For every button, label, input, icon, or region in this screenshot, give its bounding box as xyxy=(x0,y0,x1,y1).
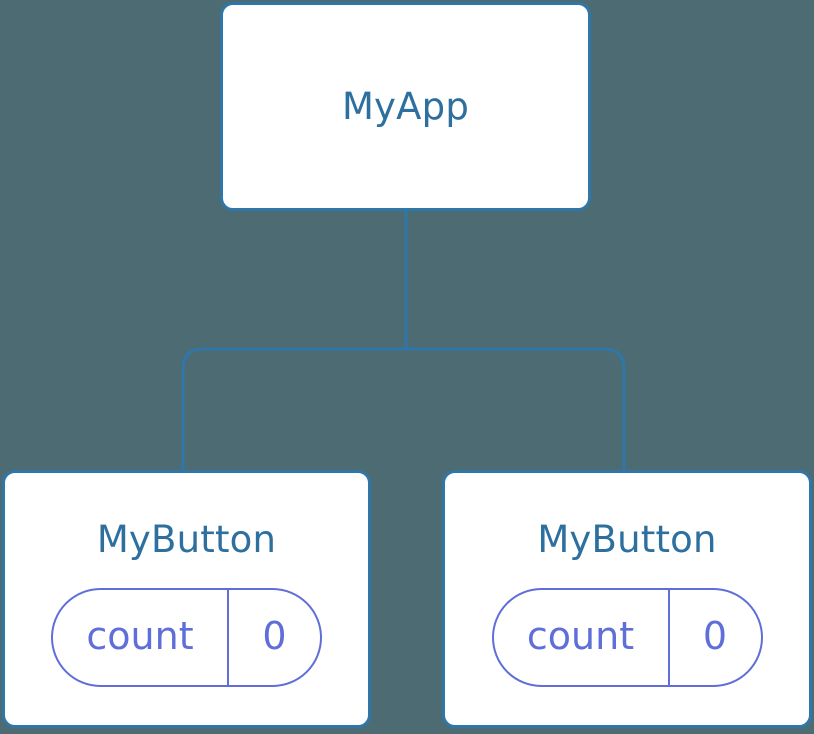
node-mybutton-right[interactable]: MyButton count 0 xyxy=(442,470,812,728)
state-key-label: count xyxy=(494,590,670,685)
node-mybutton-left[interactable]: MyButton count 0 xyxy=(2,470,371,728)
node-myapp[interactable]: MyApp xyxy=(220,2,591,211)
state-key-label: count xyxy=(53,590,229,685)
state-value-label: 0 xyxy=(702,614,728,658)
state-pill-right[interactable]: count 0 xyxy=(491,588,763,687)
edge-to-child-left xyxy=(181,347,406,471)
node-myapp-label: MyApp xyxy=(341,85,470,128)
state-pill-left[interactable]: count 0 xyxy=(51,588,322,687)
node-mybutton-left-label: MyButton xyxy=(96,518,277,561)
edge-to-child-right xyxy=(406,347,626,471)
state-value-label: 0 xyxy=(262,614,287,658)
node-mybutton-right-label: MyButton xyxy=(537,518,717,561)
